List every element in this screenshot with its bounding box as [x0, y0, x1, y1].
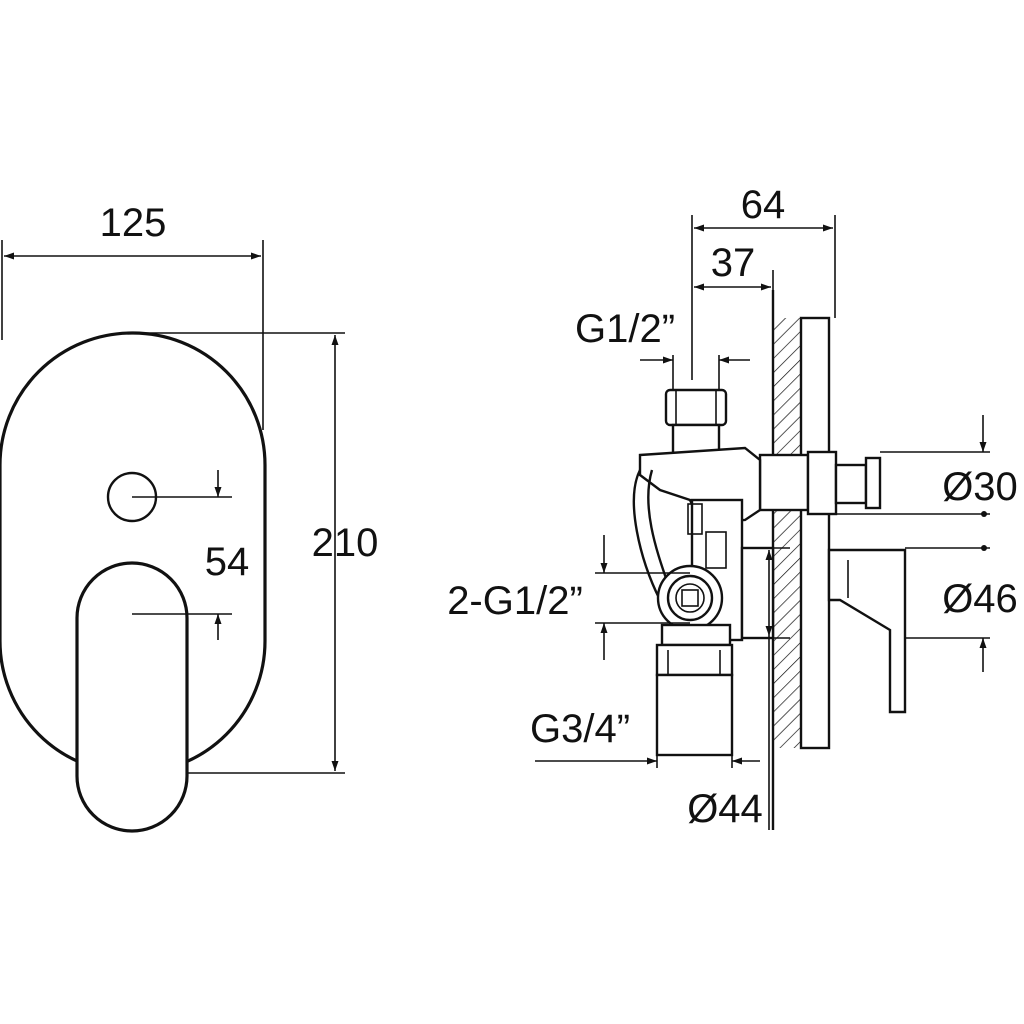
body-diameter-dimension: Ø44	[687, 547, 790, 831]
lever-base-diameter-dimension: Ø46	[905, 545, 1018, 672]
front-view: 125 210 54	[0, 201, 379, 833]
top-inlet-dimension: G1/2”	[575, 307, 750, 390]
offset-label: 54	[205, 540, 250, 584]
width-dimension: 125	[1, 201, 264, 430]
lever-handle-side	[827, 548, 907, 714]
bottom-outlet-dimension: G3/4”	[530, 707, 760, 768]
offset-dimension: 54	[132, 470, 249, 640]
lever-base-diameter-label: Ø46	[942, 577, 1018, 621]
height-dimension: 210	[135, 332, 379, 774]
lever-handle-front	[75, 561, 189, 833]
wall-hatch	[773, 318, 801, 748]
spindle-diameter-label: Ø30	[942, 465, 1018, 509]
height-label: 210	[312, 521, 379, 565]
depth-wall-dimension: 37	[694, 241, 774, 300]
depth-wall-label: 37	[711, 241, 756, 285]
body-diameter-label: Ø44	[687, 787, 763, 831]
valve-body	[632, 388, 775, 757]
depth-total-dimension: 64	[691, 183, 836, 380]
side-ports-label: 2-G1/2”	[447, 579, 583, 623]
side-view: 64 37 G1/2” 2-G1/2”	[447, 183, 1018, 831]
spindle-diameter-dimension: Ø30	[836, 415, 1018, 517]
width-label: 125	[100, 201, 167, 245]
depth-total-label: 64	[741, 183, 786, 227]
bottom-outlet-label: G3/4”	[530, 707, 630, 751]
top-inlet-label: G1/2”	[575, 307, 675, 351]
cover-plate-side	[799, 316, 831, 750]
side-ports-dimension: 2-G1/2”	[447, 535, 690, 660]
